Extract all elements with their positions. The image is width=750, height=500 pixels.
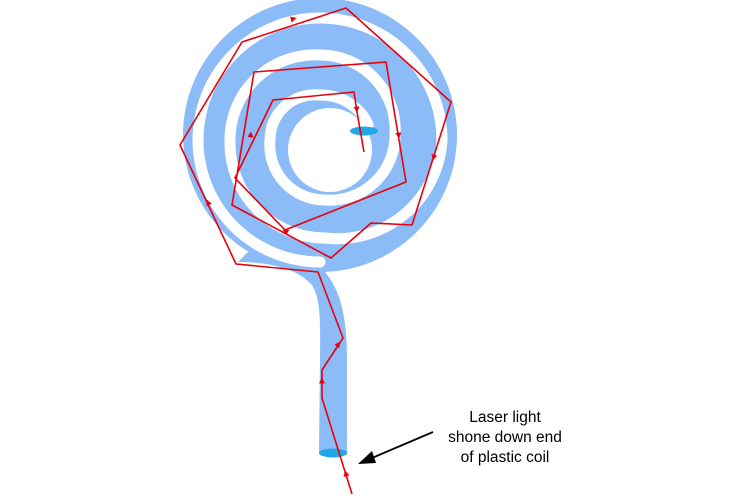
plastic-coil xyxy=(183,0,457,458)
coil-inner-end xyxy=(350,126,378,136)
caption-line: of plastic coil xyxy=(460,449,550,466)
caption-pointer xyxy=(358,431,434,464)
caption-line: shone down end xyxy=(448,429,562,446)
caption-pointer-head xyxy=(358,451,376,464)
caption-pointer-shaft xyxy=(371,431,434,459)
coil-centre-hole xyxy=(288,108,372,192)
laser-light-caption: Laser light shone down end of plastic co… xyxy=(405,408,605,468)
caption-line: Laser light xyxy=(469,409,541,426)
laser-ray xyxy=(179,7,452,495)
laser-ray-path xyxy=(179,7,452,495)
coil-tail xyxy=(238,245,347,453)
coil-input-end xyxy=(319,448,347,458)
